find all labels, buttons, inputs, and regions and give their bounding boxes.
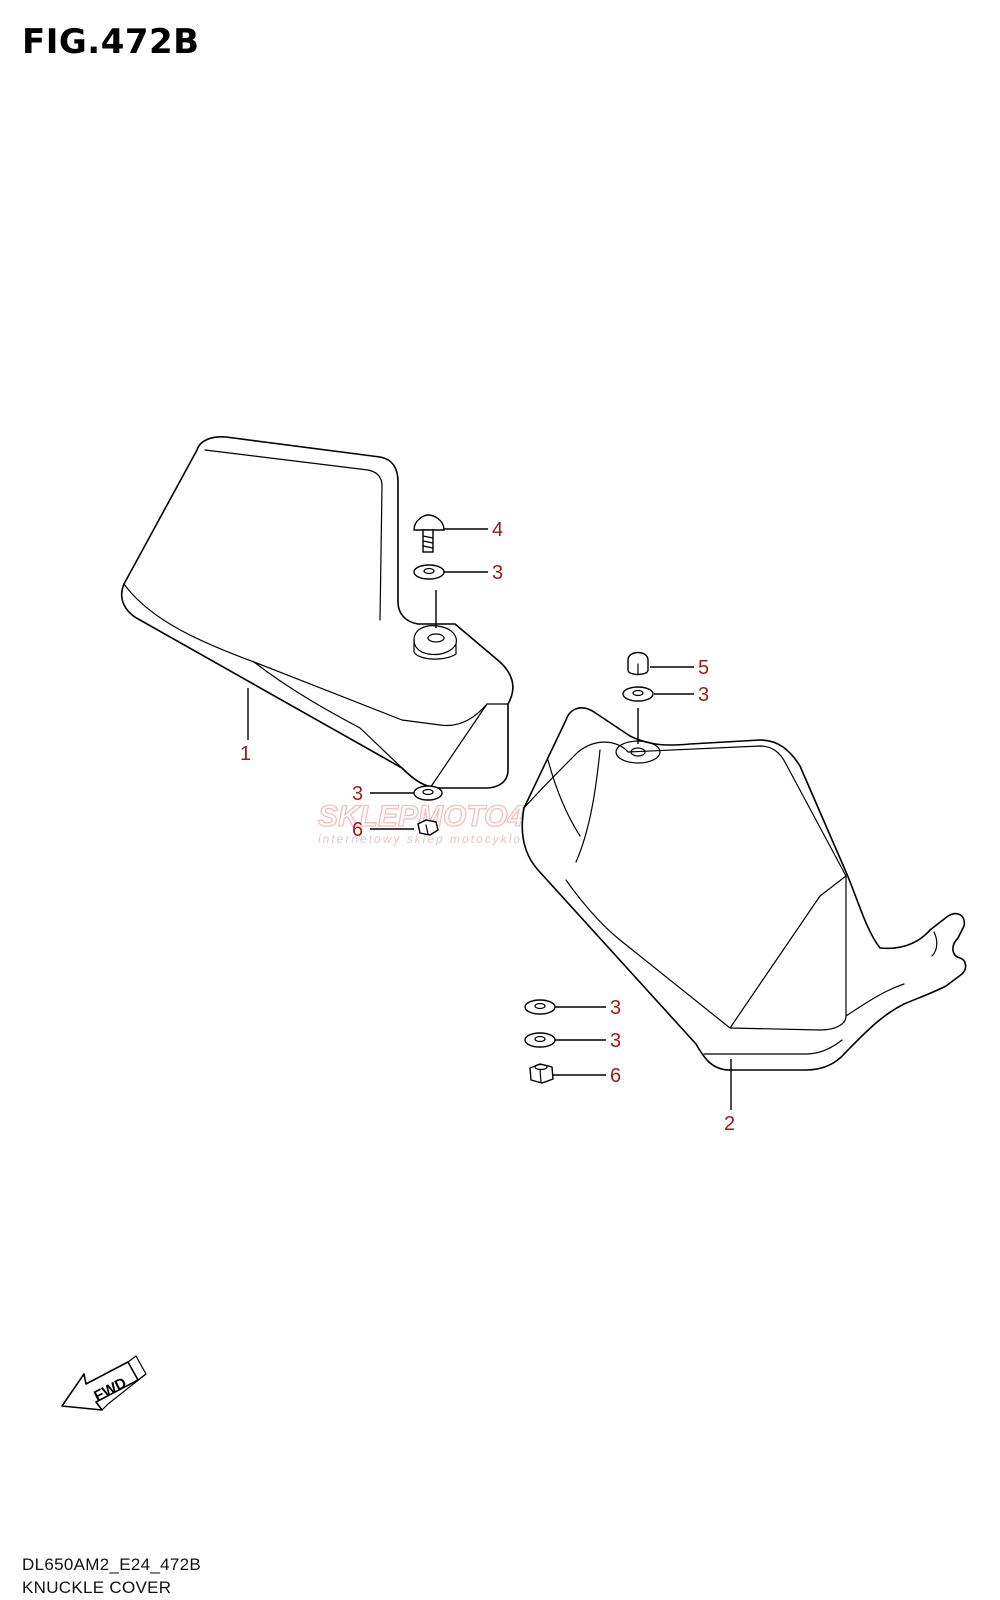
callout-6-lower: 6	[610, 1065, 621, 1087]
callout-3-middle: 3	[352, 783, 363, 805]
callout-3-upper-left: 3	[492, 562, 503, 584]
washer-part-3-lower-b	[524, 1032, 556, 1048]
screw-part-4	[413, 514, 445, 553]
cap-nut-part-5	[627, 651, 649, 676]
figure-title: FIG.472B	[22, 22, 200, 62]
callout-3-lower-b: 3	[610, 1030, 621, 1052]
model-code: DL650AM2_E24_472B	[22, 1555, 202, 1574]
watermark-tagline: internetowy sklep motocyklowy	[318, 832, 541, 846]
washer-part-3-lower-a	[524, 999, 556, 1015]
knuckle-cover-left	[120, 436, 514, 789]
callout-4: 4	[492, 519, 503, 541]
washer-part-3-upper-left	[413, 564, 445, 580]
callout-1: 1	[240, 743, 251, 765]
leader-lines	[247, 528, 732, 1110]
callout-2: 2	[724, 1113, 735, 1135]
washer-part-3-upper-right	[622, 686, 654, 702]
callout-3-lower-a: 3	[610, 997, 621, 1019]
fwd-arrow-icon: FWD	[61, 1355, 147, 1411]
nut-part-6-middle	[417, 819, 439, 836]
callout-6-middle: 6	[352, 819, 363, 841]
figure-caption: KNUCKLE COVER	[22, 1578, 172, 1597]
washer-part-3-middle	[413, 785, 443, 801]
callout-numbers: 1 2 4 3 5 3 3 6 3 3 6	[240, 519, 735, 1135]
knuckle-cover-right	[521, 707, 967, 1071]
nut-part-6-lower	[529, 1063, 554, 1084]
callout-3-upper-right: 3	[698, 684, 709, 706]
callout-5: 5	[698, 657, 709, 679]
